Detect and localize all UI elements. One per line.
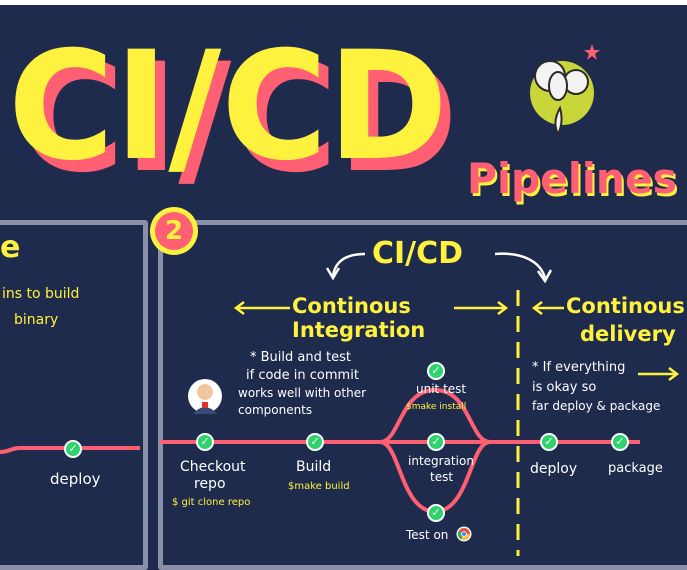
build-label: Build <box>296 459 332 475</box>
checkout-check-icon: ✓ <box>196 433 214 451</box>
deploy-label: deploy <box>530 461 578 477</box>
ci-title-line2: Integration <box>292 318 426 342</box>
cd-span-arrow <box>531 301 564 315</box>
checkout-label-line2: repo <box>194 476 226 492</box>
unit-test-label: unit test <box>416 382 467 396</box>
integration-label-line2: test <box>430 470 454 484</box>
ci-span-arrow <box>233 301 509 315</box>
subtitle-shadow: Pipelines <box>469 157 679 206</box>
diagram-title-arrows <box>325 252 553 284</box>
checkout-command: $ git clone repo <box>172 497 251 508</box>
cd-note-arrow <box>638 367 680 381</box>
title-text: CI/CD <box>8 30 448 194</box>
ci-cd-divider <box>516 290 520 556</box>
test-on-check-icon: ✓ <box>427 504 445 522</box>
mascot-icon <box>520 38 615 138</box>
left-deploy-check-icon: ✓ <box>64 440 82 458</box>
integration-check-icon: ✓ <box>427 433 445 451</box>
cd-note-line1: * If everything <box>532 360 626 375</box>
left-deploy-label: deploy <box>50 470 101 488</box>
page-title: CI/CD CI/CD <box>8 20 463 206</box>
subtitle: Pipelines Pipelines <box>465 150 687 210</box>
title-graphic: CI/CD CI/CD <box>8 20 458 206</box>
subtitle-text: Pipelines <box>467 154 677 203</box>
build-check-icon: ✓ <box>306 433 324 451</box>
unit-test-check-icon: ✓ <box>427 362 445 380</box>
build-command: $make build <box>288 481 350 492</box>
package-check-icon: ✓ <box>611 433 629 451</box>
deploy-check-icon: ✓ <box>540 433 558 451</box>
ci-note-line3: works well with other <box>238 386 367 400</box>
checkout-label-line1: Checkout <box>180 459 246 475</box>
left-pipeline-line <box>0 446 140 454</box>
left-panel <box>0 220 148 570</box>
title-shadow: CI/CD <box>18 32 458 195</box>
cd-note-line2: is okay so <box>532 380 597 395</box>
diagram-title: CI/CD <box>372 236 464 271</box>
integration-label-line1: integration <box>408 454 474 468</box>
left-panel-line1: ins to build <box>2 286 80 302</box>
ci-note-line2: if code in commit <box>246 368 359 383</box>
cd-title-line2: delivery <box>580 322 676 346</box>
step-badge-inner: 2 <box>155 212 193 250</box>
package-label: package <box>608 461 663 476</box>
ci-title-line1: Continous <box>292 294 411 318</box>
ci-note-line4: components <box>238 403 313 417</box>
left-panel-line2: binary <box>14 312 59 328</box>
test-on-label: Test on <box>406 528 449 542</box>
ci-note-line1: * Build and test <box>250 350 351 365</box>
left-panel-heading: e <box>0 230 21 265</box>
top-divider <box>0 0 687 5</box>
cd-title-line1: Continous <box>566 294 685 318</box>
chrome-icon <box>456 526 472 542</box>
cd-note-line3: far deploy & package <box>532 399 661 413</box>
jenkins-avatar-icon <box>187 378 223 418</box>
unit-test-command: $make install <box>406 402 467 412</box>
